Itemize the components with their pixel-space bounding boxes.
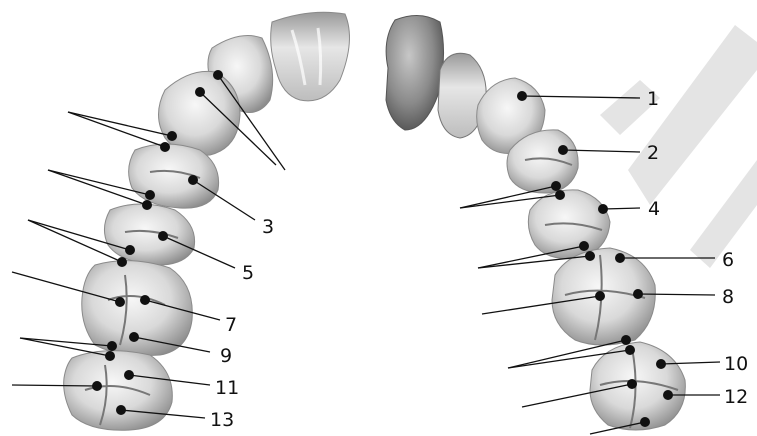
right-teeth [386, 15, 685, 430]
tooth-right-second-molar [590, 342, 685, 430]
label-2: 2 [647, 142, 659, 164]
watermark [600, 25, 757, 268]
dot-6 [615, 253, 625, 263]
dot-7 [140, 295, 150, 305]
dot-right-fan-3 [595, 291, 605, 301]
label-7: 7 [225, 314, 237, 336]
dot-left-fan-3a [125, 245, 135, 255]
label-12: 12 [724, 386, 748, 408]
tooth-left-second-premolar [104, 204, 194, 265]
leader-left-fan-1a [68, 112, 172, 136]
dot-5 [158, 231, 168, 241]
dot-11 [124, 370, 134, 380]
tooth-left-canine [159, 71, 241, 155]
dot-right-fan-4a [621, 335, 631, 345]
label-13: 13 [210, 409, 234, 431]
dot-left-fan-3b [117, 257, 127, 267]
dot-8 [633, 289, 643, 299]
label-5: 5 [242, 262, 254, 284]
label-8: 8 [722, 286, 734, 308]
label-9: 9 [220, 345, 232, 367]
leader-4 [603, 208, 640, 209]
watermark-stroke-1 [628, 25, 757, 205]
tooth-left-second-molar [64, 351, 173, 431]
dot-left-fan-2a [145, 190, 155, 200]
dot-left-fan-5a [107, 341, 117, 351]
dot-left-fan-4 [115, 297, 125, 307]
dot-9 [129, 332, 139, 342]
dot-right-fan-2a [579, 241, 589, 251]
tooth-left-first-premolar [129, 144, 219, 208]
dot-12 [663, 390, 673, 400]
label-1: 1 [647, 88, 659, 110]
dot-left-fan-5b [105, 351, 115, 361]
dot-left-fan-1a [167, 131, 177, 141]
dot-right-fan-5 [627, 379, 637, 389]
leader-left-fan-1b [68, 112, 165, 147]
dot-13 [116, 405, 126, 415]
tooth-right-central-incisor [386, 15, 444, 130]
label-3: 3 [262, 216, 274, 238]
dot-4 [598, 204, 608, 214]
dot-right-fan-4b [625, 345, 635, 355]
dot-right-fan-2b [585, 251, 595, 261]
dot-2 [558, 145, 568, 155]
dot-left-incisor-a [213, 70, 223, 80]
dot-left-fan-1b [160, 142, 170, 152]
label-11: 11 [215, 377, 239, 399]
label-10: 10 [724, 353, 748, 375]
dot-right-fan-1a [551, 181, 561, 191]
label-6: 6 [722, 249, 734, 271]
tooth-left-central-incisor [271, 12, 350, 101]
dot-1 [517, 91, 527, 101]
left-teeth [64, 12, 350, 430]
dot-right-fan-1b [555, 190, 565, 200]
label-4: 4 [648, 198, 660, 220]
dot-10 [656, 359, 666, 369]
dot-left-fan-6 [92, 381, 102, 391]
dot-3 [188, 175, 198, 185]
dot-left-fan-2b [142, 200, 152, 210]
dot-right-fan-6 [640, 417, 650, 427]
dot-left-incisor-b [195, 87, 205, 97]
